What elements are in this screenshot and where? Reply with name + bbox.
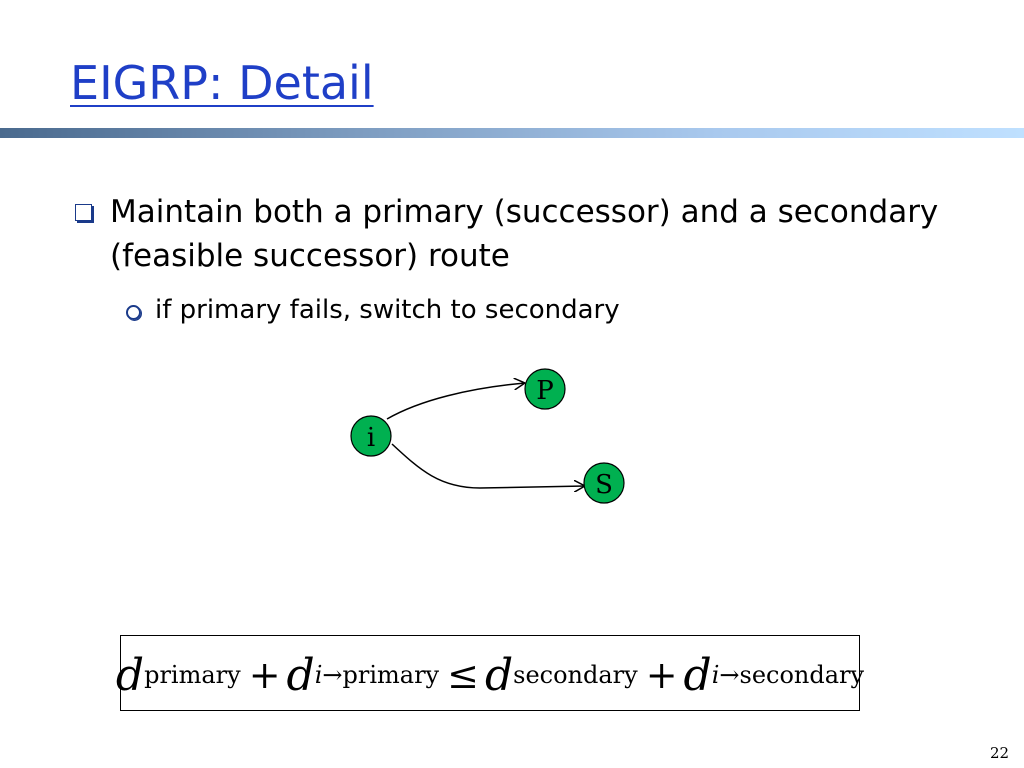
slide-title: EIGRP: Detail <box>70 56 374 110</box>
formula-d-4: d <box>683 649 712 701</box>
edge-i-to-s <box>391 443 585 488</box>
formula-sub-secondary-2: secondary <box>739 661 865 689</box>
edge-i-to-p <box>386 383 525 420</box>
bullet-level-1: Maintain both a primary (successor) and … <box>75 190 955 278</box>
square-bullet-icon <box>75 204 92 221</box>
formula-leq: ≤ <box>447 653 479 697</box>
bullet-2-text: if primary fails, switch to secondary <box>155 295 620 325</box>
formula-d-3: d <box>484 649 514 701</box>
title-divider-bar <box>0 128 1024 138</box>
formula-sub-secondary: secondary <box>513 661 638 689</box>
formula-plus-1: + <box>248 653 281 697</box>
formula-d-1: d <box>115 649 145 701</box>
node-s-label: S <box>595 470 613 500</box>
formula-sub-primary: primary <box>144 661 241 689</box>
page-number: 22 <box>990 744 1010 762</box>
formula-plus-2: + <box>645 653 678 697</box>
node-p: P <box>524 368 566 410</box>
bullet-1-text: Maintain both a primary (successor) and … <box>110 194 939 274</box>
bullet-level-2: if primary fails, switch to secondary <box>126 293 620 327</box>
circle-bullet-icon <box>126 305 141 320</box>
node-p-label: P <box>536 376 554 406</box>
node-s: S <box>583 462 625 504</box>
node-i-label: i <box>367 423 375 453</box>
formula-d-2: d <box>286 649 315 701</box>
formula-sub-i-1: i <box>314 661 323 689</box>
formula-arrow-2: → <box>719 661 740 689</box>
node-i: i <box>350 415 392 457</box>
formula-arrow-1: → <box>322 661 343 689</box>
formula-sub-i-2: i <box>711 661 720 689</box>
formula-sub-primary-2: primary <box>342 661 440 689</box>
